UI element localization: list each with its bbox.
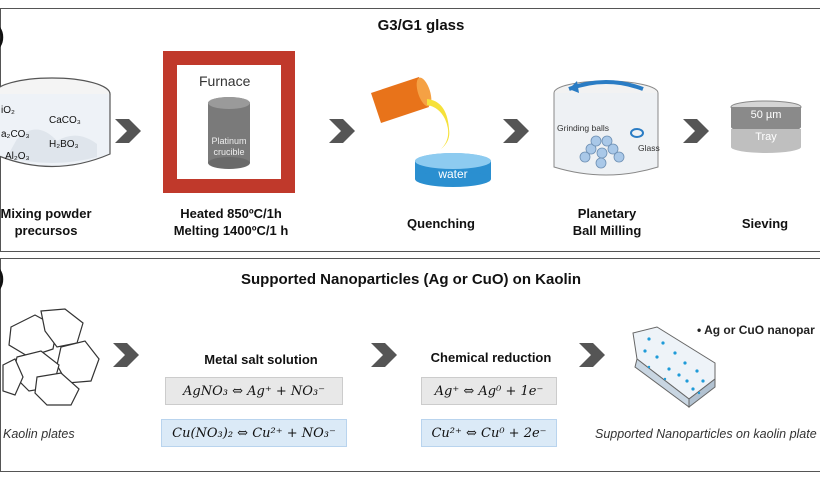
panel-a-tag: ) — [0, 23, 4, 49]
supported-plate-icon — [632, 326, 716, 409]
glass-label: Glass — [638, 143, 660, 153]
precursor-h3bo3: H₂BO₃ — [49, 139, 79, 150]
arrow-right-icon — [329, 119, 355, 143]
ag-reduction-equation: Ag⁺ ⇔ Ag⁰ + 1e⁻ — [421, 377, 557, 405]
supported-nanoparticles-label: Supported Nanoparticles on kaolin plate — [595, 427, 817, 441]
agno3-equation: AgNO₃ ⇔ Ag⁺ + NO₃⁻ — [165, 377, 343, 405]
panel-a-title: G3/G1 glass — [377, 17, 465, 34]
arrow-right-icon — [683, 119, 709, 143]
panel-kaolin-nanoparticles: ) Supported Nanoparticles (Ag or CuO) on… — [0, 258, 820, 472]
arrow-right-icon — [115, 119, 141, 143]
cuno3-equation: Cu(NO₃)₂ ⇔ Cu²⁺ + NO₃⁻ — [161, 419, 347, 447]
panel-glass-synthesis: ) G3/G1 glass iO₂ CaCO₃ a₂CO₃ H₂BO₃ Al₂O… — [0, 8, 820, 252]
water-label: water — [438, 167, 468, 181]
precursor-caco3: CaCO₃ — [49, 115, 81, 126]
metal-salt-title: Metal salt solution — [204, 352, 318, 367]
sieve-mesh-label: 50 µm — [750, 109, 782, 121]
ball-mill-icon — [553, 80, 659, 176]
tray-label: Tray — [755, 131, 777, 143]
furnace-label: Furnace — [199, 73, 251, 89]
chemical-reduction-title: Chemical reduction — [430, 350, 552, 365]
grinding-balls-label: Grinding balls — [557, 123, 609, 133]
arrow-right-icon — [371, 343, 397, 367]
sieve-icon — [730, 100, 802, 153]
nanoparticle-legend: • Ag or CuO nanopar — [697, 323, 815, 337]
panel-b-tag: ) — [0, 265, 4, 291]
cu-reduction-equation: Cu²⁺ ⇔ Cu⁰ + 2e⁻ — [421, 419, 557, 447]
panel-b-title: Supported Nanoparticles (Ag or CuO) on K… — [240, 271, 581, 288]
step-sieving-label: Sieving — [741, 216, 789, 231]
precursor-sio2: iO₂ — [1, 105, 15, 116]
quenching-icon — [371, 77, 491, 187]
step-quenching-label: Quenching — [407, 216, 475, 231]
arrow-right-icon — [113, 343, 139, 367]
precursor-al2o3: Al₂O₃ — [5, 151, 30, 162]
precursor-na2co3: a₂CO₃ — [1, 129, 30, 140]
arrow-right-icon — [503, 119, 529, 143]
kaolin-plates-label: Kaolin plates — [3, 427, 75, 441]
furnace-icon — [163, 51, 295, 193]
kaolin-plates-icon — [2, 308, 100, 406]
arrow-right-icon — [579, 343, 605, 367]
precursor-dish-icon — [0, 77, 111, 168]
